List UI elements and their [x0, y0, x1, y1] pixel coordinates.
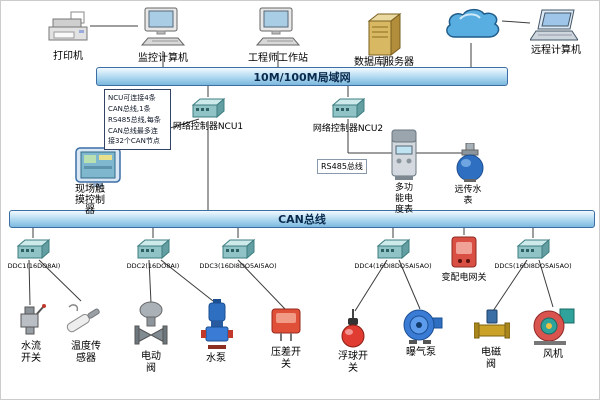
printer-label: 打印机: [53, 51, 83, 62]
aeration-pump-icon: [401, 307, 443, 345]
ncu1-icon: [191, 97, 226, 121]
touch-controller-label: 现场触摸控制器: [75, 184, 105, 216]
ddc2-label: DDC2(16DO8AI): [126, 262, 180, 270]
float-switch-icon: [339, 309, 367, 349]
solenoid-valve-icon: [473, 309, 511, 345]
temp-sensor-icon: [63, 299, 105, 339]
fan-label: 风机: [543, 349, 563, 360]
remote-pc-label: 远程计算机: [531, 45, 581, 56]
aeration-pump-label: 曝气泵: [406, 347, 436, 358]
motor-valve-label: 电动阀: [141, 351, 161, 374]
monitor-pc-label: 监控计算机: [138, 53, 188, 64]
water-meter-label: 远传水表: [454, 185, 482, 206]
ddc1-label: DDC1(16DO8AI): [7, 262, 61, 270]
can-bus-label: CAN总线: [278, 213, 326, 226]
temp-sensor-label: 温度传感器: [71, 341, 101, 364]
rs485-bus-tag: RS485总线: [317, 159, 367, 174]
ddc4-label: DDC4(16DI8DO5AI5AO): [354, 262, 432, 270]
ddc1-icon: [16, 238, 51, 262]
ddc5-label: DDC5(16DI8DO5AI5AO): [494, 262, 572, 270]
ddc3-label: DDC3(16DI8DO5AI5AO): [199, 262, 277, 270]
cloud-icon: [442, 7, 504, 43]
touch-controller-icon: [75, 147, 121, 189]
note-line: CAN总线最多连: [108, 126, 158, 135]
water-pump-label: 水泵: [206, 353, 226, 364]
dp-switch-label: 压差开关: [271, 347, 301, 370]
remote-pc-icon: [529, 9, 579, 43]
workstation-icon: [253, 7, 303, 49]
printer-icon: [46, 11, 90, 47]
note-line: 接32个CAN节点: [108, 137, 160, 146]
lan-bus-label: 10M/100M局域网: [253, 70, 351, 84]
note-line: CAN总线,1条: [108, 104, 151, 113]
ddc3-icon: [221, 238, 256, 262]
db-server-icon: [366, 12, 402, 57]
ncu1-label: 网络控制器NCU1: [172, 122, 244, 132]
workstation-label: 工程师工作站: [248, 53, 308, 64]
db-server-label: 数据库服务器: [354, 57, 414, 68]
note-line: RS485总线,每条: [108, 115, 161, 124]
float-switch-label: 浮球开关: [338, 351, 368, 374]
flow-switch-label: 水流开关: [21, 341, 41, 364]
water-meter-icon: [453, 142, 487, 183]
can-bus-bar: CAN总线: [9, 210, 595, 228]
ddc2-icon: [136, 238, 171, 262]
water-pump-icon: [201, 299, 233, 351]
power-gateway-label: 变配电网关: [441, 273, 487, 283]
motor-valve-icon: [134, 301, 168, 347]
ddc4-icon: [376, 238, 411, 262]
solenoid-valve-label: 电磁阀: [481, 347, 501, 370]
lan-bus-bar: 10M/100M局域网: [96, 67, 508, 86]
ncu2-label: 网络控制器NCU2: [312, 124, 384, 134]
monitor-pc-icon: [138, 7, 188, 49]
ncu2-icon: [331, 97, 366, 121]
power-gateway-icon: [449, 235, 479, 269]
dp-switch-icon: [268, 307, 304, 343]
note-line: NCU可连接4条: [108, 94, 156, 102]
fan-icon: [530, 305, 578, 347]
flow-switch-icon: [16, 303, 46, 337]
power-meter-icon: [389, 129, 419, 181]
ddc5-icon: [516, 238, 551, 262]
ncu-note-box: NCU可连接4条 CAN总线,1条 RS485总线,每条 CAN总线最多连 接3…: [104, 89, 171, 151]
power-meter-label: 多功能电度表: [394, 183, 413, 215]
